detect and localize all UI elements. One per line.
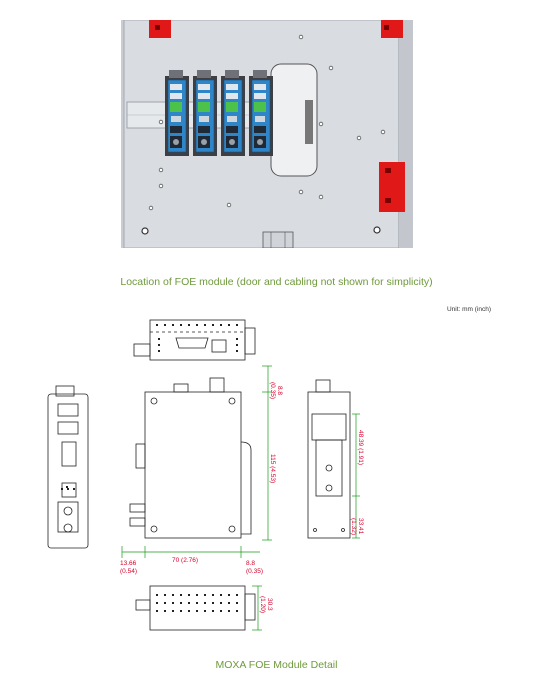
dim-right-offset: 8.8 <box>246 560 255 567</box>
foe-module <box>221 70 245 156</box>
front-view <box>129 377 252 539</box>
foe-module <box>193 70 217 156</box>
left-view <box>47 385 89 549</box>
top-figure-caption: Location of FOE module (door and cabling… <box>120 276 433 288</box>
dim-height: 115 (4.53) <box>269 454 276 483</box>
dim-left-offset-in: (0.54) <box>120 568 137 575</box>
dim-left-offset: 13.66 <box>120 560 137 567</box>
enclosure-render <box>121 20 413 248</box>
dim-depth: 30.3 <box>266 598 273 611</box>
mounting-bracket <box>149 20 171 38</box>
top-view <box>133 319 256 361</box>
dim-width: 70 (2.76) <box>172 557 198 564</box>
dim-top-offset: 8.8 <box>276 386 283 395</box>
dim-rail-lower: 33.41 <box>357 518 364 535</box>
dim-right-offset-in: (0.35) <box>246 568 263 575</box>
foe-module <box>249 70 273 156</box>
bottom-figure-caption: MOXA FOE Module Detail <box>215 659 338 671</box>
side-view <box>307 379 351 539</box>
unit-note: Unit: mm (inch) <box>446 306 491 313</box>
dim-rail-upper: 48.39 (1.91) <box>357 430 364 465</box>
dim-rail-lower-in: (1.32) <box>350 518 357 535</box>
dim-top-offset-in: (0.35) <box>269 382 276 399</box>
dim-depth-in: (1.20) <box>259 596 266 613</box>
mounting-bracket <box>381 20 403 38</box>
bottom-view <box>135 585 256 631</box>
foe-module <box>165 70 189 156</box>
mounting-bracket <box>379 162 405 212</box>
dimension-drawing: 8.8 (0.35) 115 (4.53) 70 (2.76) 13.66 (0… <box>47 319 364 631</box>
